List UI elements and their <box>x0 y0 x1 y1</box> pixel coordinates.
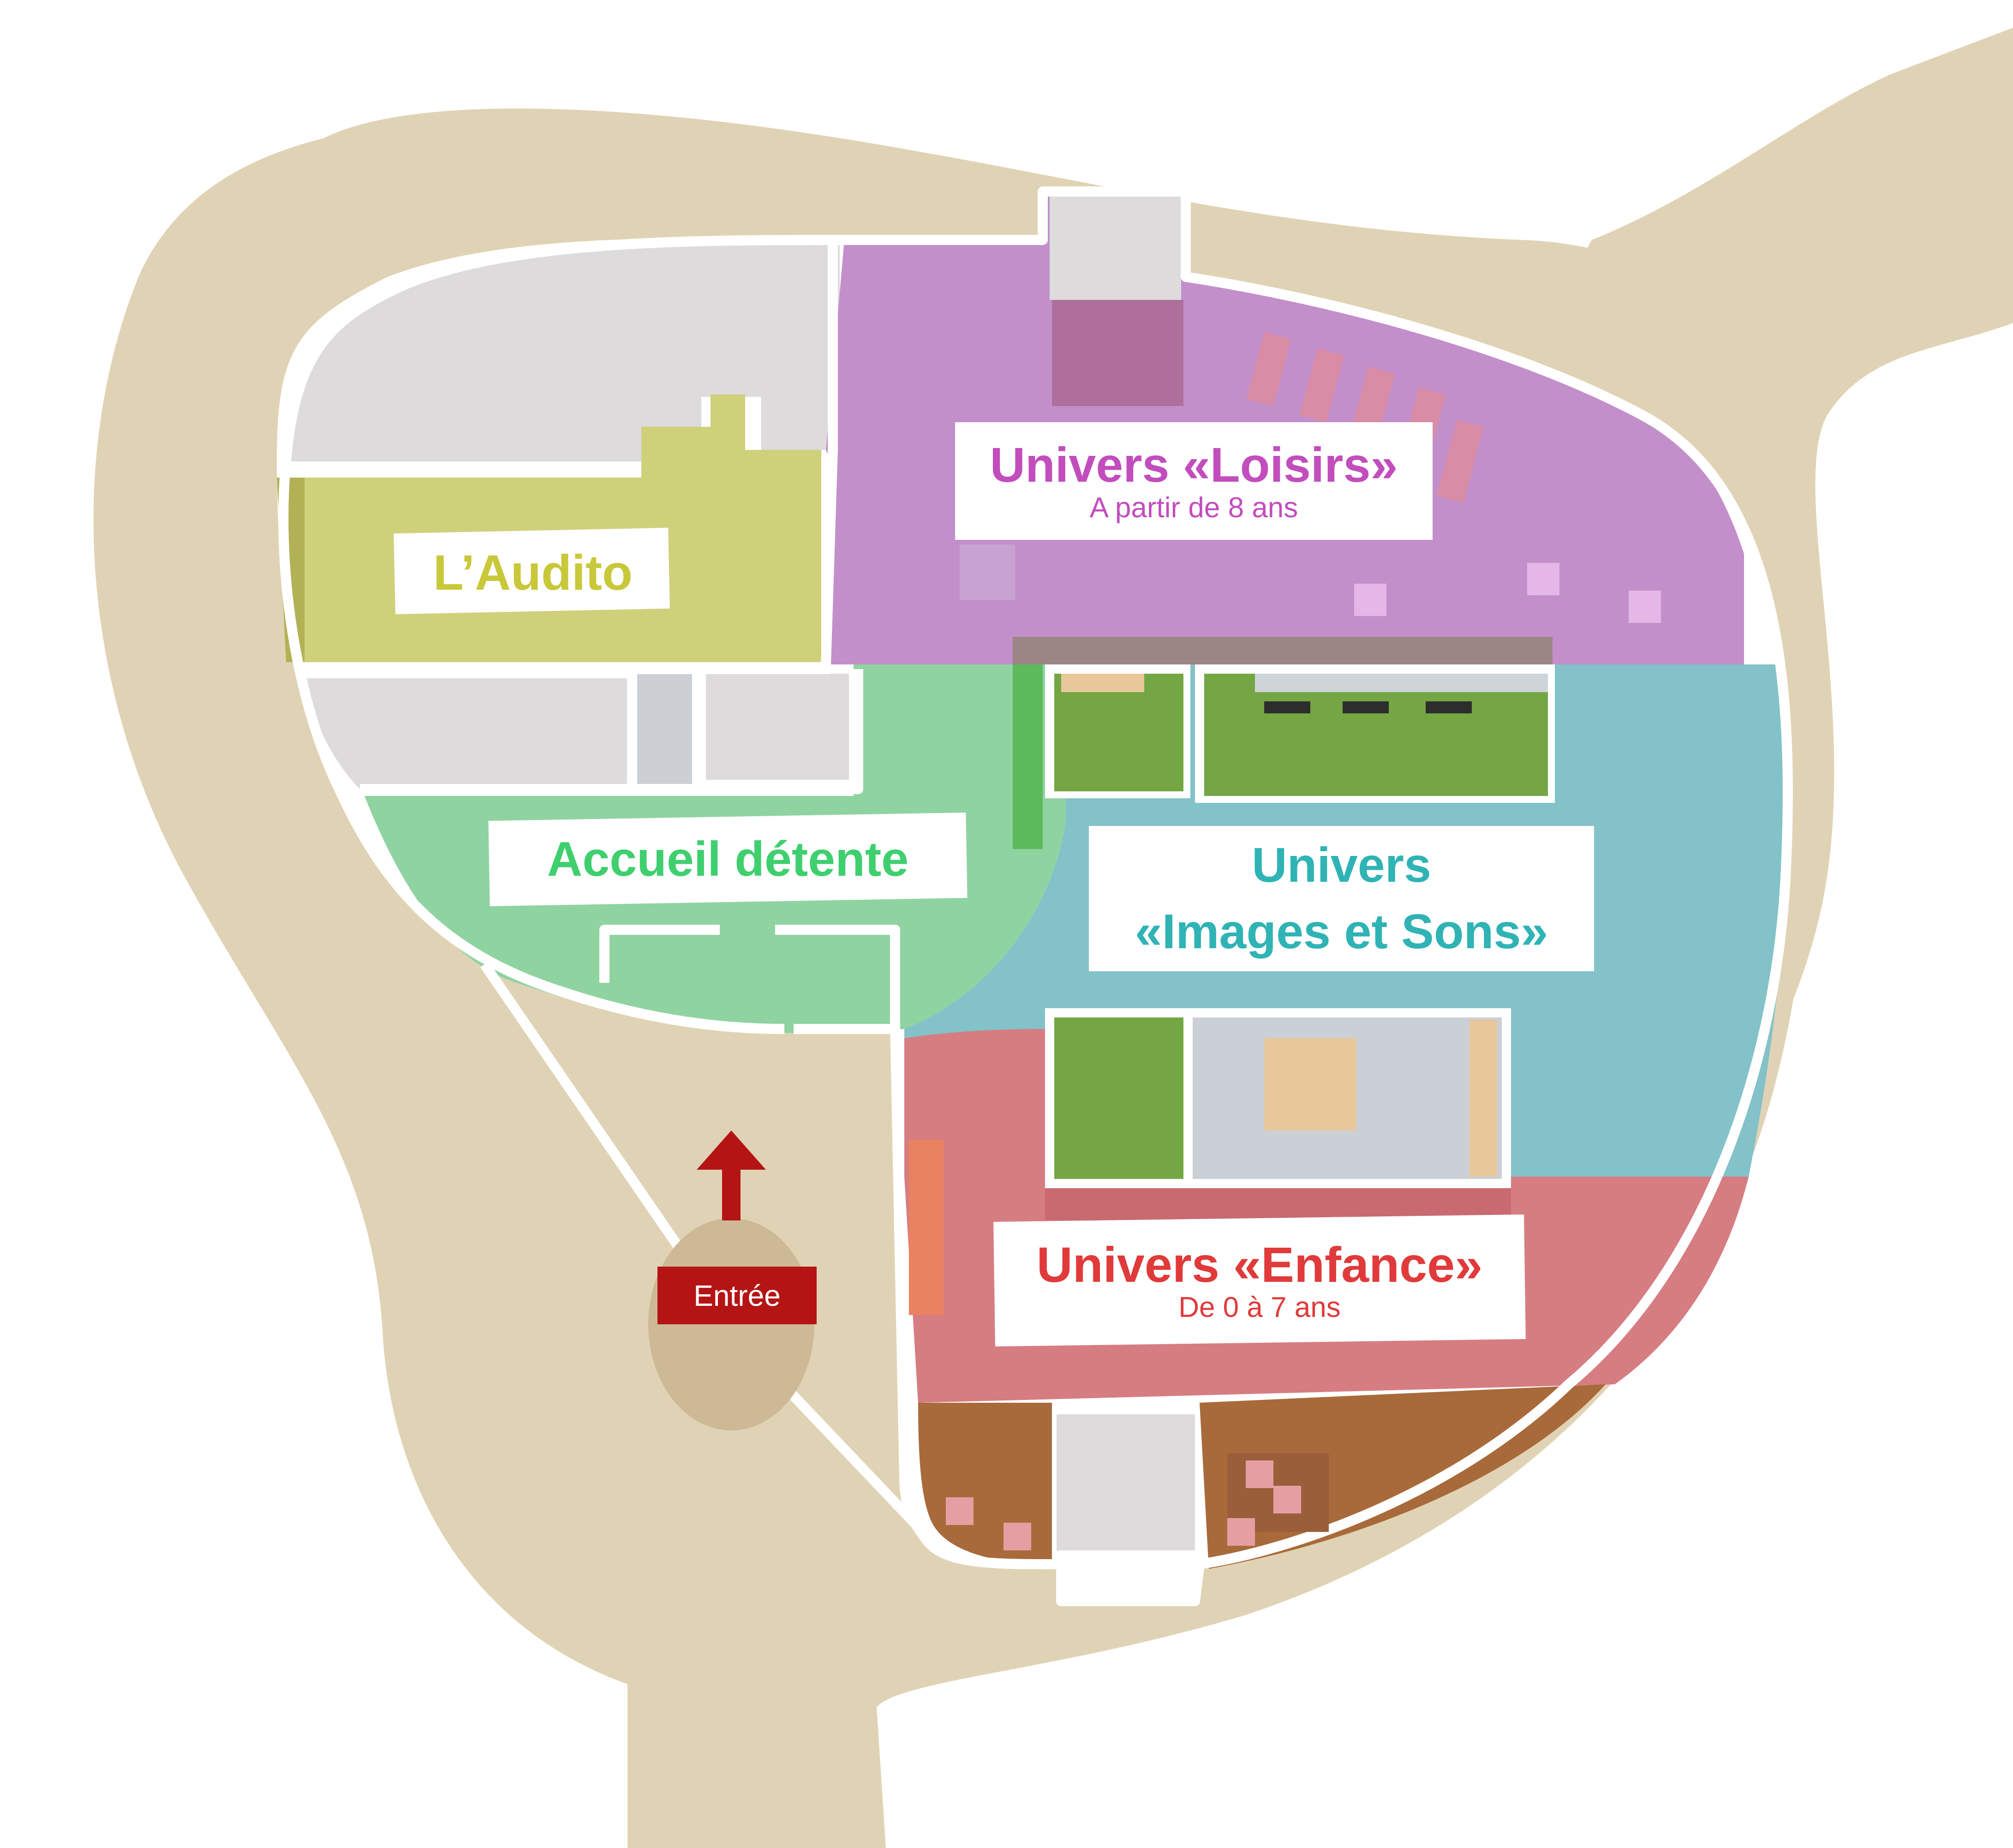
enfance-rooms <box>909 1008 1511 1315</box>
entrance-label[interactable]: Entrée <box>693 1279 781 1312</box>
media-room-2-strip <box>1255 674 1548 692</box>
media-room-1-desk <box>1061 674 1144 692</box>
brown-chair-3 <box>1246 1460 1273 1488</box>
loisirs-subtitle: A partir de 8 ans <box>1089 491 1298 524</box>
enfance-left-shelf <box>909 1140 944 1315</box>
loisirs-armchair-1 <box>1527 563 1559 595</box>
images-sons-label: Univers «Images et Sons» <box>1089 826 1594 971</box>
brown-chair-1 <box>946 1497 974 1525</box>
brown-chair-4 <box>1273 1486 1301 1513</box>
brown-chair-5 <box>1227 1518 1255 1546</box>
wall-mid-left <box>360 669 863 794</box>
audito-label-bg <box>394 527 670 615</box>
media-console-1 <box>1264 701 1310 713</box>
images-sons-title-line1: Univers <box>1252 838 1431 893</box>
outer-wall <box>281 186 1793 1606</box>
enfance-label-bg <box>993 1214 1526 1347</box>
media-console-2 <box>1343 701 1389 713</box>
loisirs-label: Univers «Loisirs» A partir de 8 ans <box>955 422 1433 540</box>
media-room-2-grass <box>1204 674 1548 796</box>
entrance-label-bg <box>657 1267 817 1324</box>
enfance-label: Univers «Enfance» De 0 à 7 ans <box>994 1218 1525 1343</box>
images-sons-title-line2: «Images et Sons» <box>1135 904 1548 959</box>
wall-loisirs-left <box>821 240 838 665</box>
zone-grey-bottom <box>1057 1414 1195 1550</box>
loisirs-table <box>960 544 1015 600</box>
media-rooms <box>1013 637 1555 849</box>
images-sons-label-bg <box>1089 826 1594 971</box>
enfance-table-1 <box>1264 1038 1356 1130</box>
zone-grey-left-mid <box>300 678 627 789</box>
loisirs-shelf-5 <box>1437 420 1484 503</box>
brown-chair-2 <box>1004 1523 1031 1550</box>
zone-grey-top-left <box>286 240 840 461</box>
loisirs-label-bg <box>955 422 1433 540</box>
loisirs-shelf-2 <box>1299 348 1344 423</box>
media-room-left-green <box>1013 664 1043 849</box>
label-backgrounds <box>394 422 1594 1347</box>
accueil-label-bg <box>488 812 968 906</box>
enfance-subtitle: De 0 à 7 ans <box>1178 1292 1341 1324</box>
enfance-shadow-bar <box>1045 1188 1511 1220</box>
brown-area-furniture <box>946 1453 1329 1550</box>
loisirs-armchair-2 <box>1629 591 1661 623</box>
audito-label: L’Audito <box>433 544 633 600</box>
loisirs-shelf-1 <box>1246 332 1291 407</box>
entrance-arrow <box>697 1130 766 1220</box>
zone-corridor <box>637 674 692 784</box>
media-room-dark-bar <box>1013 637 1553 664</box>
enfance-title: Univers «Enfance» <box>1036 1236 1483 1292</box>
enfance-room-grass <box>1054 1017 1183 1179</box>
media-room-1-grass <box>1054 674 1183 791</box>
loisirs-title: Univers «Loisirs» <box>990 438 1398 493</box>
zone-top-grey-room <box>1050 196 1181 300</box>
media-console-3 <box>1426 701 1472 713</box>
walls <box>278 186 1793 1606</box>
left-outer-wall <box>278 461 785 1034</box>
accueil-label: Accueil détente <box>547 832 909 886</box>
zone-loisirs-room <box>1052 300 1183 406</box>
wall-entrance-vestibule <box>599 925 900 1029</box>
enfance-room-shelf <box>1469 1020 1497 1177</box>
entrance-area <box>648 1130 817 1430</box>
loisirs-armchair-3 <box>1354 584 1386 616</box>
zone-grey-mid <box>706 674 849 780</box>
